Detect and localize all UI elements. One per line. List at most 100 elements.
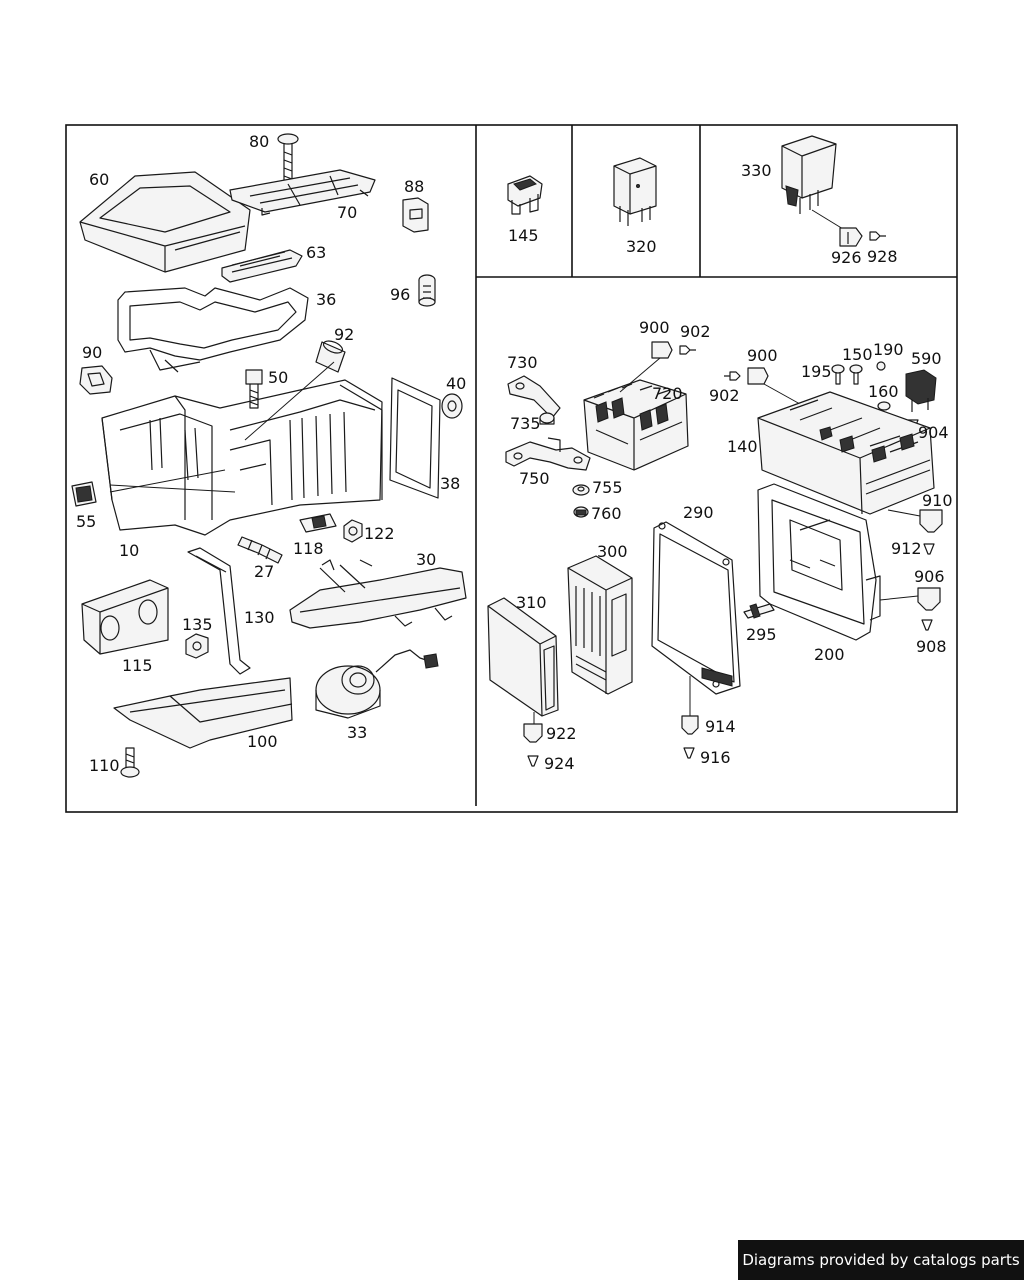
part-55-pad [71,481,97,507]
part-90-clip [79,365,113,395]
label-904: 904 [918,423,949,442]
label-36: 36 [316,290,336,309]
part-914-connector [681,715,699,735]
label-10: 10 [119,541,139,560]
part-928-terminal [869,231,886,241]
label-926: 926 [831,248,862,267]
part-38-gasket [389,377,441,499]
part-295-pin [743,603,775,619]
label-590: 590 [911,349,942,368]
label-80: 80 [249,132,269,151]
part-900-connector-a [619,341,673,393]
label-115: 115 [122,656,153,675]
part-70-bracket [229,169,376,216]
part-908-terminal [921,619,933,631]
part-36-frame [117,287,309,373]
part-40-grommet [441,393,463,419]
part-755-nut [572,484,590,496]
label-910: 910 [922,491,953,510]
label-60: 60 [89,170,109,189]
label-190: 190 [873,340,904,359]
diagram-frame [65,124,958,813]
part-924-terminal [527,755,539,767]
part-330-relay [781,135,849,233]
part-130-strap [187,547,251,675]
label-912: 912 [891,539,922,558]
part-290-plate [651,521,741,716]
part-60-cover [79,171,251,273]
label-130: 130 [244,608,275,627]
part-926-connector [839,227,863,247]
part-310-module [487,597,559,724]
label-900-a: 900 [639,318,670,337]
part-10-box [101,379,383,536]
label-145: 145 [508,226,539,245]
callout-labels: 80 60 70 88 63 36 96 92 90 50 40 38 55 1… [76,132,953,775]
part-916-terminal [683,747,695,759]
part-50-bolt [245,369,263,409]
label-96: 96 [390,285,410,304]
part-750-bracket [505,437,591,471]
label-928: 928 [867,247,898,266]
label-914: 914 [705,717,736,736]
part-195-screw [831,364,845,385]
label-755: 755 [592,478,623,497]
label-92: 92 [334,325,354,344]
part-902-terminal-a [679,345,696,355]
part-190-ball [876,361,886,371]
part-320-relay [613,157,657,226]
part-80-screw [277,133,299,184]
label-27: 27 [254,562,274,581]
label-900-b: 900 [747,346,778,365]
part-92-cylinder [315,340,346,373]
label-750: 750 [519,469,550,488]
label-902-a: 902 [680,322,711,341]
label-908: 908 [916,637,947,656]
label-122: 122 [364,524,395,543]
part-160-nut [877,401,891,411]
part-912-terminal [923,543,935,555]
label-200: 200 [814,645,845,664]
label-118: 118 [293,539,324,558]
label-88: 88 [404,177,424,196]
credit-banner: Diagrams provided by catalogs parts [738,1240,1024,1280]
label-40: 40 [446,374,466,393]
part-96-plug [418,274,436,307]
part-902-terminal-b [724,371,741,381]
label-140: 140 [727,437,758,456]
label-160: 160 [868,382,899,401]
label-50: 50 [268,368,288,387]
label-300: 300 [597,542,628,561]
part-900-connector-b [747,367,801,405]
part-922-connector [523,723,543,743]
label-33: 33 [347,723,367,742]
label-55: 55 [76,512,96,531]
label-310: 310 [516,593,547,612]
part-730-bracket [507,375,561,419]
label-150: 150 [842,345,873,364]
label-735: 735 [510,414,541,433]
leaders-left [109,251,335,493]
label-320: 320 [626,237,657,256]
part-145-fuse [507,175,543,215]
part-150-screw [849,364,863,385]
part-122-nut [343,519,363,543]
label-38: 38 [440,474,460,493]
label-330: 330 [741,161,772,180]
label-922: 922 [546,724,577,743]
label-63: 63 [306,243,326,262]
part-110-bolt [120,747,140,778]
part-735-washer [539,412,555,425]
label-760: 760 [591,504,622,523]
label-295: 295 [746,625,777,644]
part-910-connector [887,509,943,533]
label-30: 30 [416,550,436,569]
part-100-tray [113,677,293,749]
label-70: 70 [337,203,357,222]
label-916: 916 [700,748,731,767]
part-63-latch [221,249,303,283]
label-110: 110 [89,756,120,775]
part-115-bracket [81,579,169,655]
part-906-connector [879,587,941,611]
